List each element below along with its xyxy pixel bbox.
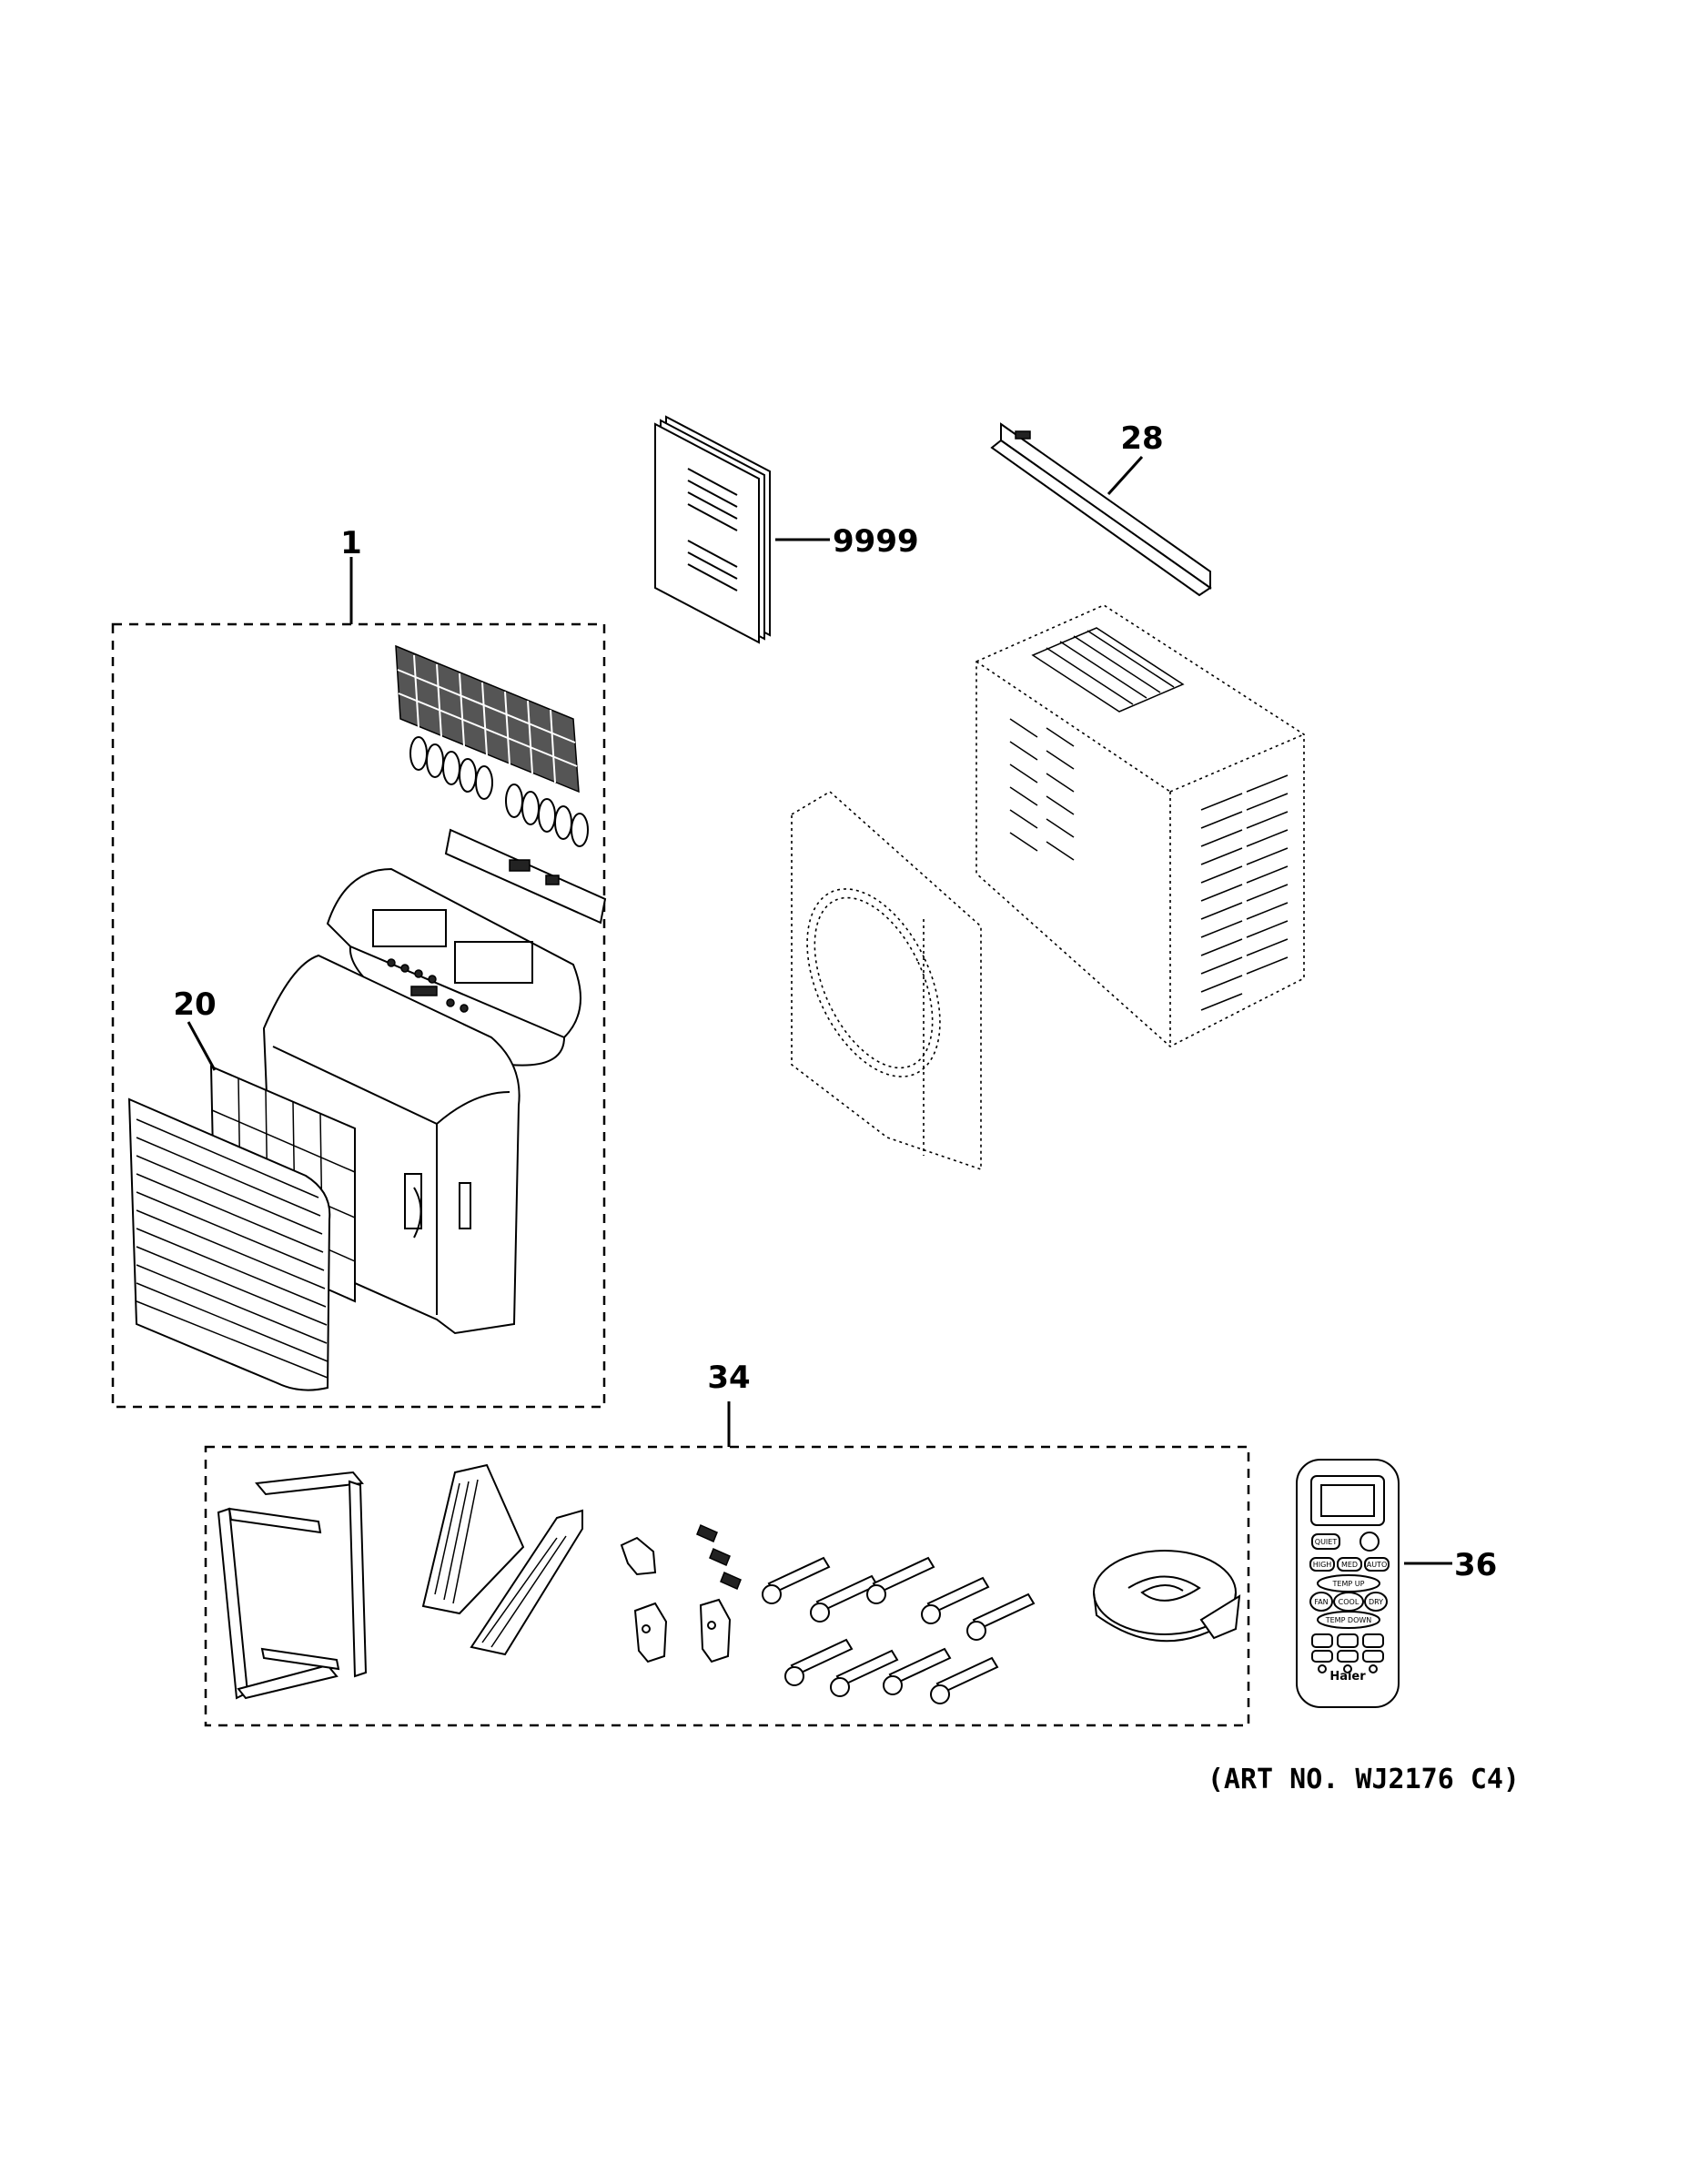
callout-28: 28 <box>1120 420 1163 457</box>
cabinet-top-vent <box>1031 627 1185 713</box>
callout-9999: 9999 <box>833 523 919 560</box>
remote-btn-temp-down: TEMP DOWN <box>1325 1616 1372 1624</box>
remote-btn-auto: AUTO <box>1367 1561 1388 1569</box>
remote-brand-logo: Haier <box>1329 1670 1366 1684</box>
long-screws <box>762 1556 1036 1704</box>
callout-34: 34 <box>707 1360 750 1396</box>
owners-manual-9999: 9999 <box>654 415 919 644</box>
installation-kit-34: 34 <box>204 1360 1250 1727</box>
swing-vanes <box>409 736 589 847</box>
foam-seal-roll <box>1093 1550 1241 1643</box>
remote-btn-fan: FAN <box>1314 1598 1328 1606</box>
vane-link-bar <box>444 828 607 925</box>
foam-seal-strips <box>421 1463 583 1656</box>
remote-buttons: QUIET HIGH MED AUTO TEMP UP FAN COOL DRY… <box>1309 1532 1390 1673</box>
callout-1: 1 <box>340 525 362 561</box>
control-panel-cover <box>326 867 581 1067</box>
remote-btn-cool: COOL <box>1339 1598 1359 1606</box>
remote-btn-quiet: QUIET <box>1315 1538 1338 1546</box>
remote-control-36: QUIET HIGH MED AUTO TEMP UP FAN COOL DRY… <box>1296 1459 1497 1708</box>
fan-shroud <box>791 791 982 1171</box>
group-34-dashed-box <box>204 1445 1250 1727</box>
top-rail-28: 28 <box>990 420 1212 597</box>
leader-20 <box>187 1021 217 1071</box>
art-number: (ART NO. WJ2176 C4) <box>1208 1764 1520 1795</box>
remote-btn-dry: DRY <box>1369 1598 1383 1606</box>
remote-btn-temp-up: TEMP UP <box>1332 1580 1365 1588</box>
front-grille <box>127 1097 331 1391</box>
assembly-group-1: 1 <box>111 525 607 1409</box>
louver-grid <box>395 644 580 794</box>
side-curtain-frames <box>217 1471 368 1700</box>
cabinet-side-louvers <box>1009 718 1289 1011</box>
group-1-dashed-box <box>111 622 606 1409</box>
remote-btn-high: HIGH <box>1313 1561 1332 1569</box>
mounting-brackets <box>620 1536 732 1663</box>
short-screws <box>696 1523 742 1591</box>
remote-btn-med: MED <box>1341 1561 1358 1569</box>
callout-20: 20 <box>173 986 216 1023</box>
outer-cabinet <box>975 604 1305 1047</box>
leader-28 <box>1107 455 1144 496</box>
callout-36: 36 <box>1454 1547 1497 1583</box>
